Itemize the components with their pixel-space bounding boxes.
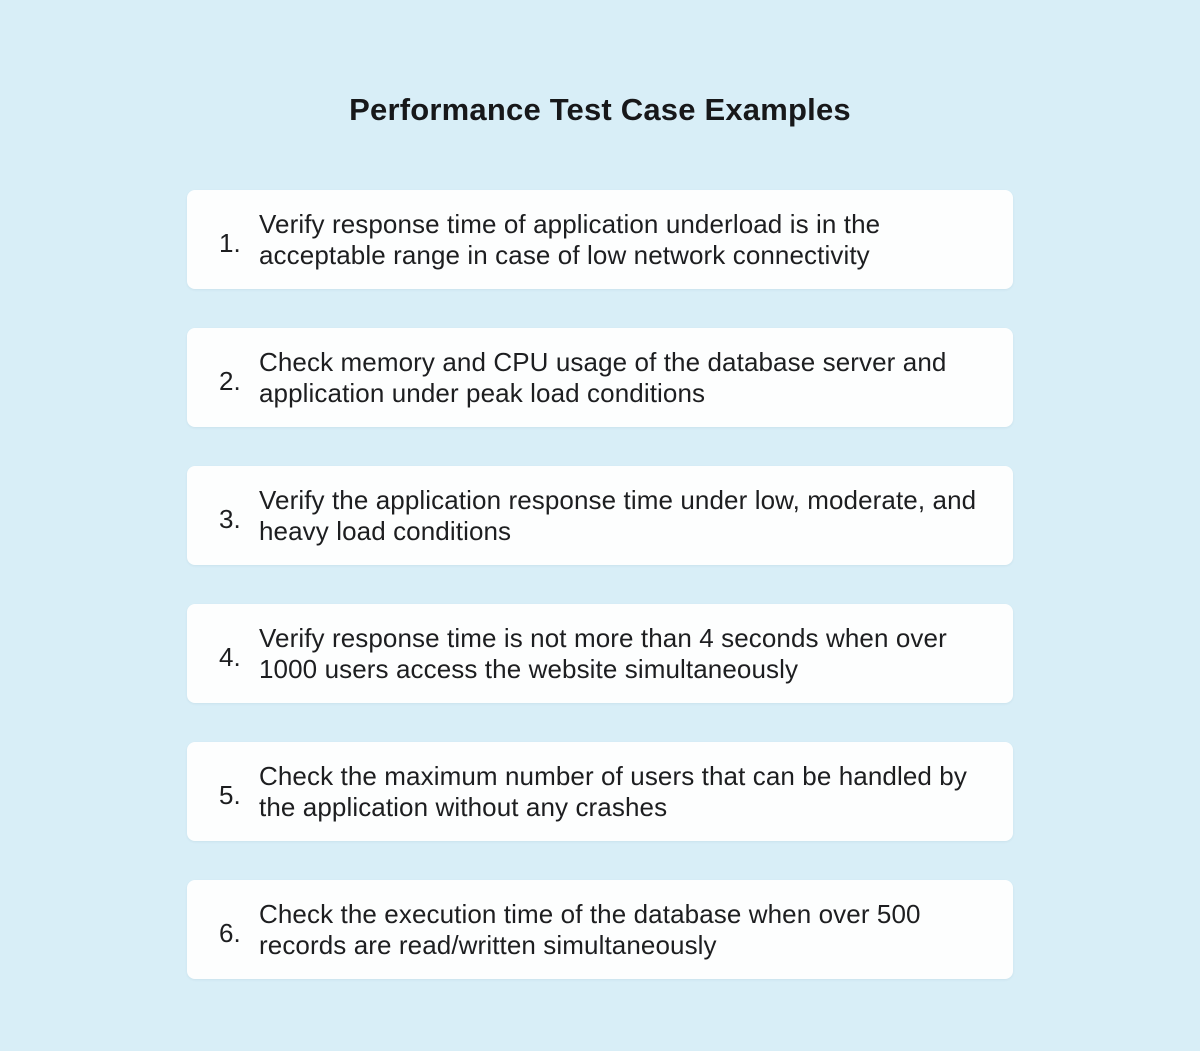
list-item-text: Check memory and CPU usage of the databa… — [259, 346, 947, 408]
list-item-text: Check the execution time of the database… — [259, 898, 921, 960]
test-case-list: 1. Verify response time of application u… — [0, 190, 1200, 979]
list-item-text: Verify the application response time und… — [259, 484, 977, 546]
test-case-card: 4. Verify response time is not more than… — [187, 604, 1013, 703]
test-case-card: 5. Check the maximum number of users tha… — [187, 742, 1013, 841]
list-item-text: Verify response time of application unde… — [259, 208, 881, 270]
list-item-text: Verify response time is not more than 4 … — [259, 622, 947, 684]
list-item-text: Check the maximum number of users that c… — [259, 760, 967, 822]
test-case-card: 6. Check the execution time of the datab… — [187, 880, 1013, 979]
test-case-card: 2. Check memory and CPU usage of the dat… — [187, 328, 1013, 427]
list-item-number: 6. — [219, 917, 241, 948]
test-case-card: 3. Verify the application response time … — [187, 466, 1013, 565]
page-title: Performance Test Case Examples — [349, 92, 851, 127]
list-item-number: 5. — [219, 779, 241, 810]
list-item-number: 1. — [219, 227, 241, 258]
list-item-number: 2. — [219, 365, 241, 396]
list-item-number: 3. — [219, 503, 241, 534]
test-case-card: 1. Verify response time of application u… — [187, 190, 1013, 289]
list-item-number: 4. — [219, 641, 241, 672]
